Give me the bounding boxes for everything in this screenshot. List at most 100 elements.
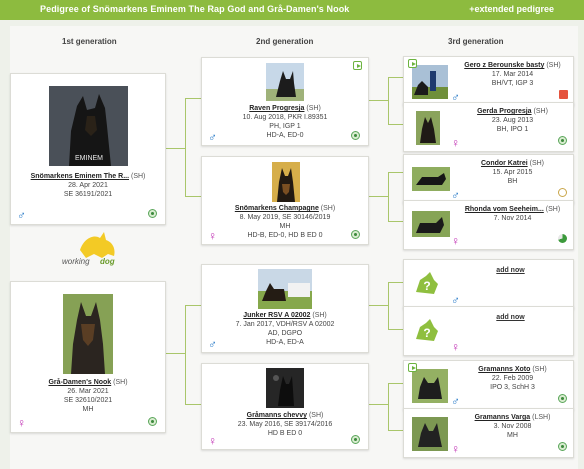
- gen3-card-add-female[interactable]: ? add now ♀: [403, 306, 574, 356]
- video-icon[interactable]: [408, 363, 417, 372]
- breed-code: (SH): [130, 173, 146, 180]
- dog-name-link[interactable]: Rhonda vom Seeheim...: [464, 206, 544, 213]
- dog-name-link[interactable]: Grå-Damen's Nook: [48, 379, 112, 386]
- dog-name-line: Gramanns Varga (LSH): [454, 413, 571, 422]
- dog-name-link[interactable]: Snömarkens Eminem The R...: [30, 173, 130, 180]
- gen3-card-xoto[interactable]: Gramanns Xoto (SH) 22. Feb 2009 IPO 3, S…: [403, 360, 574, 410]
- dog-photo: [412, 417, 448, 451]
- gift-icon[interactable]: [559, 90, 568, 99]
- breed-code: (SH): [546, 62, 561, 69]
- gen2-dam-sire-card[interactable]: Junker RSV A 02002 (SH) 7. Jan 2017, VDH…: [201, 264, 369, 353]
- health-badge-icon[interactable]: [148, 417, 157, 426]
- dog-photo: [412, 369, 448, 403]
- health-badge-icon[interactable]: [558, 394, 567, 403]
- info-line: 7. Nov 2014: [493, 215, 532, 222]
- info-line: 15. Apr 2015: [492, 169, 533, 176]
- connector: [185, 404, 201, 405]
- dog-name-link[interactable]: Condor Katrei: [480, 160, 528, 167]
- dog-name-link[interactable]: Gramanns Varga: [474, 414, 531, 421]
- female-icon: ♀: [17, 416, 26, 430]
- info-line: 8. May 2019, SE 30146/2019: [239, 214, 331, 221]
- breed-code: (SH): [533, 108, 548, 115]
- dog-name-line: Raven Progresja (SH): [202, 104, 368, 113]
- logo-word-right: dog: [100, 257, 115, 266]
- gen2-sire-dam-card[interactable]: Snömarkens Champagne (SH) 8. May 2019, S…: [201, 156, 369, 245]
- connector: [185, 305, 201, 306]
- info-line: IPO 3, SchH 3: [490, 384, 535, 391]
- info-line: MH: [279, 223, 291, 230]
- dog-name-link[interactable]: Snömarkens Champagne: [234, 205, 319, 212]
- dog-name-link[interactable]: Gråmanns chevvy: [246, 412, 307, 419]
- info-line: 23. Aug 2013: [491, 117, 534, 124]
- video-icon[interactable]: [353, 61, 362, 70]
- dog-name-link[interactable]: Gero z Berounske basty: [464, 62, 545, 69]
- breed-code: (SH): [545, 206, 561, 213]
- unknown-dog-icon: ?: [412, 317, 442, 345]
- gen3-card-gerda[interactable]: Gerda Progresja (SH) 23. Aug 2013 BH, IP…: [403, 102, 574, 152]
- breed-code: (LSH): [532, 414, 551, 421]
- add-now-link[interactable]: add now: [496, 267, 525, 274]
- dog-photo: [412, 65, 448, 99]
- gen2-sire-sire-card[interactable]: Raven Progresja (SH) 10. Aug 2018, PKR I…: [201, 57, 369, 146]
- info-line: BH, IPO 1: [496, 126, 529, 133]
- connector: [388, 77, 389, 124]
- gen3-card-add-male[interactable]: ? add now ♂: [403, 259, 574, 309]
- connector: [185, 98, 201, 99]
- dog-name-line: Gråmanns chevvy (SH): [202, 411, 368, 420]
- health-badge-icon[interactable]: [351, 131, 360, 140]
- breed-code: (SH): [532, 366, 547, 373]
- dog-photo: [258, 269, 312, 309]
- info-line: 26. Mar 2021: [67, 388, 109, 395]
- gen3-card-rhonda[interactable]: Rhonda vom Seeheim... (SH) 7. Nov 2014 ♀: [403, 200, 574, 250]
- health-badge-icon[interactable]: [558, 136, 567, 145]
- connector: [185, 98, 186, 196]
- health-badge-icon[interactable]: [351, 435, 360, 444]
- dog-name-link[interactable]: Gerda Progresja: [477, 108, 532, 115]
- dog-name-link[interactable]: Gramanns Xoto: [478, 366, 531, 373]
- dog-name-line: Gero z Berounske basty (SH): [454, 61, 571, 70]
- connector: [369, 404, 389, 405]
- gen3-card-varga[interactable]: Gramanns Varga (LSH) 3. Nov 2008 MH ♀: [403, 408, 574, 458]
- dog-name-line: Condor Katrei (SH): [454, 159, 571, 168]
- dog-name-link[interactable]: Raven Progresja: [249, 105, 305, 112]
- dog-name-line: Grå-Damen's Nook (SH): [11, 378, 165, 387]
- info-line: 17. Mar 2014: [491, 71, 534, 78]
- progress-icon[interactable]: [558, 234, 567, 243]
- page-title: Pedigree of Snömarkens Eminem The Rap Go…: [40, 4, 350, 14]
- dog-photo: [412, 167, 450, 191]
- health-badge-icon[interactable]: [558, 442, 567, 451]
- connector: [388, 172, 403, 173]
- connector: [388, 77, 403, 78]
- health-badge-icon[interactable]: [351, 230, 360, 239]
- female-icon: ♀: [451, 340, 460, 354]
- connector: [369, 305, 389, 306]
- info-line: HD-B, ED-0, HD B ED 0: [247, 232, 323, 239]
- unknown-dog-icon: ?: [412, 270, 442, 298]
- info-line: MH: [82, 406, 94, 413]
- gen3-card-gero[interactable]: Gero z Berounske basty (SH) 17. Mar 2014…: [403, 56, 574, 106]
- connector: [388, 282, 389, 329]
- gen2-dam-dam-card[interactable]: Gråmanns chevvy (SH) 23. May 2016, SE 39…: [201, 363, 369, 450]
- gen1-dam-card[interactable]: Grå-Damen's Nook (SH) 26. Mar 2021 SE 32…: [10, 281, 166, 433]
- info-line: AD, DGPO: [267, 330, 303, 337]
- info-line: SE 36191/2021: [63, 191, 113, 198]
- info-line: 7. Jan 2017, VDH/RSV A 02002: [235, 321, 335, 328]
- svg-text:?: ?: [423, 279, 430, 293]
- breed-code: (SH): [312, 312, 327, 319]
- dog-name-link[interactable]: Junker RSV A 02002: [243, 312, 311, 319]
- health-badge-icon[interactable]: [148, 209, 157, 218]
- dog-name-line: Gerda Progresja (SH): [454, 107, 571, 116]
- gen3-card-condor[interactable]: Condor Katrei (SH) 15. Apr 2015 BH ♂: [403, 154, 574, 204]
- video-icon[interactable]: [408, 59, 417, 68]
- gen2-header: 2nd generation: [256, 37, 314, 46]
- info-line: BH: [507, 178, 518, 185]
- dog-name-line: Snömarkens Champagne (SH): [202, 204, 368, 213]
- extended-pedigree-link[interactable]: +extended pedigree: [469, 4, 554, 14]
- info-line: 28. Apr 2021: [68, 182, 108, 189]
- breed-code: (SH): [529, 160, 544, 167]
- medal-icon[interactable]: [558, 188, 567, 197]
- add-now-link[interactable]: add now: [496, 314, 525, 321]
- gen1-sire-card[interactable]: EMINEM Snömarkens Eminem The R... (SH) 2…: [10, 73, 166, 225]
- breed-code: (SH): [320, 205, 336, 212]
- female-icon: ♀: [451, 234, 460, 248]
